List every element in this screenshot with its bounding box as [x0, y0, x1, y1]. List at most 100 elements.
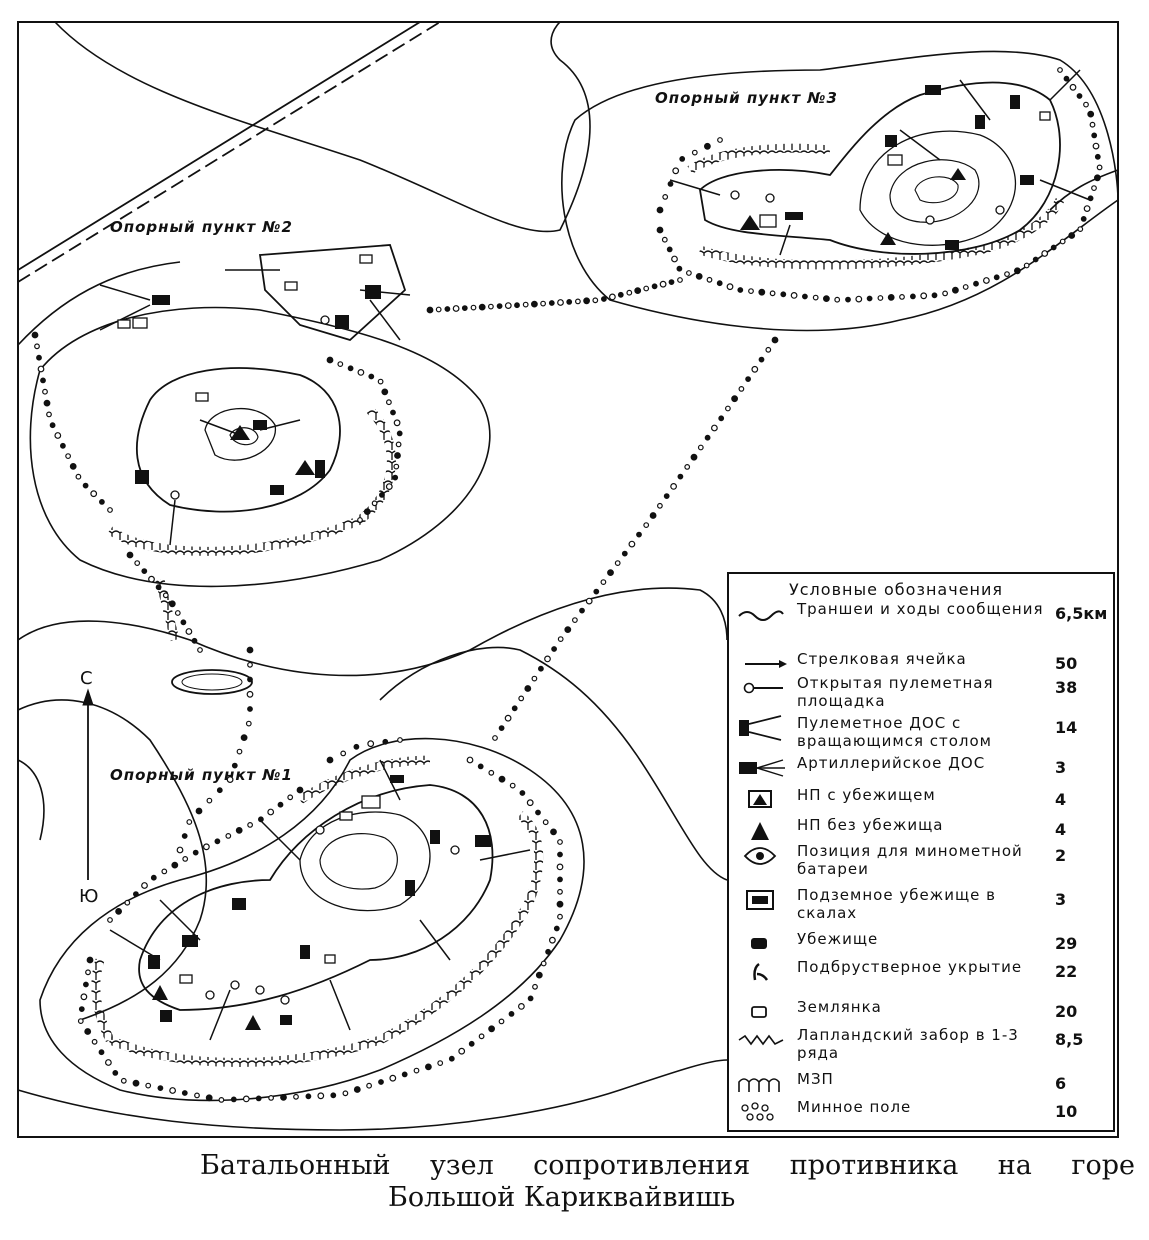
mine-dot [60, 442, 66, 449]
mine-dot [751, 365, 759, 373]
mine-dot [1063, 75, 1070, 82]
mine-dot [206, 797, 213, 804]
mine-dot [952, 286, 959, 294]
mine-dot [498, 725, 505, 731]
mine-dot [378, 1079, 384, 1085]
mine-dot [498, 775, 506, 783]
legend-item-value: 3 [1055, 758, 1067, 777]
mine-dot [538, 665, 544, 672]
legend-item-text: Подземное убежище в скалах [797, 886, 996, 922]
strongpoint-1-label: Опорный пункт №1 [110, 766, 293, 784]
mine-dot [132, 1079, 140, 1087]
mortar-position-icon [743, 847, 777, 865]
mine-dot [191, 637, 198, 644]
trench-2 [135, 244, 407, 513]
open-mg-platform-icon [743, 682, 783, 694]
mine-dot [1014, 267, 1021, 275]
mine-dot [716, 280, 723, 287]
mine-dot [1023, 262, 1030, 269]
mine-dot [277, 801, 284, 808]
mine-dot [866, 295, 873, 302]
mine-dot [126, 551, 134, 559]
mine-dot [540, 960, 547, 967]
mine-dot [659, 280, 667, 288]
mine-dot [518, 1003, 525, 1010]
mine-dot [725, 405, 731, 412]
mine-dot [379, 492, 385, 498]
mine-dot [246, 646, 254, 654]
strongpoint-2-label: Опорный пункт №2 [110, 218, 293, 236]
mine-dot [162, 592, 169, 599]
mine-dot [668, 279, 675, 286]
mine-dot [548, 300, 555, 306]
mine-dot [367, 740, 375, 748]
mine-dot [643, 285, 650, 292]
mine-dot [448, 1055, 455, 1062]
mine-dot [556, 863, 564, 871]
mine-dot [691, 149, 698, 156]
mine-dot [771, 336, 779, 344]
mine-dot [280, 1093, 287, 1101]
mine-dot [765, 346, 772, 353]
mine-dot [1096, 164, 1103, 171]
legend-item-value: 50 [1055, 654, 1078, 673]
mine-dot [1004, 271, 1010, 278]
artillery-bunker-icon [739, 759, 785, 777]
legend-item-value: 38 [1055, 678, 1078, 697]
mine-dot [169, 1087, 177, 1094]
mine-dot [509, 782, 516, 789]
legend-item-text: Подбрустверное укрытие [797, 958, 1023, 976]
mine-dot [1032, 256, 1039, 263]
mine-dot [426, 306, 434, 314]
mine-dot [557, 299, 564, 306]
mine-dot [550, 828, 557, 836]
mine-dot [98, 1049, 105, 1056]
mine-dot [1089, 121, 1096, 128]
mine-dot [488, 769, 495, 776]
mine-dot [666, 246, 673, 253]
mine-dot [357, 517, 363, 523]
mine-dot [704, 434, 711, 441]
mine-dot [544, 655, 551, 663]
mine-dot [235, 827, 243, 834]
mine-dot [230, 1096, 237, 1103]
mine-dot [498, 1018, 505, 1025]
mine-dot [634, 287, 642, 295]
mine-dot [65, 453, 71, 460]
map-caption: Батальонный узел сопротивления противник… [200, 1150, 1135, 1214]
mine-dot [181, 1090, 188, 1096]
mine-dot [470, 304, 477, 311]
mine-dot [686, 270, 692, 276]
mzp-belt-1a [297, 755, 431, 804]
legend-item-text: Пулеметное ДОС с вращающимся столом [797, 714, 992, 750]
mine-dot [910, 293, 916, 300]
mine-dot [706, 276, 713, 283]
mzp-icon [738, 1078, 780, 1092]
mine-dot [557, 913, 563, 920]
mine-dot [748, 288, 754, 295]
mine-dot [216, 787, 223, 794]
mine-dot [790, 292, 798, 299]
mine-dot [1059, 238, 1066, 245]
mine-dot [90, 490, 98, 498]
breastwork-cover-icon [753, 962, 769, 981]
mine-dot [769, 290, 776, 297]
mine-dot [394, 452, 401, 459]
shelter-icon [751, 938, 767, 949]
mine-dot [672, 167, 680, 175]
mine-dot [684, 464, 691, 470]
mine-dot [676, 265, 683, 272]
dugout-icon [751, 1006, 767, 1018]
mine-dot [132, 891, 139, 897]
mine-dot [305, 1093, 312, 1100]
mine-dot [657, 502, 663, 509]
mine-dot [225, 833, 232, 839]
legend-item-text: Открытая пулеметная площадка [797, 674, 994, 710]
mine-dot [1057, 67, 1063, 73]
mine-dot [197, 647, 203, 653]
mine-dot [662, 193, 669, 200]
legend-item-text: МЗП [797, 1070, 834, 1088]
mine-dot [607, 569, 614, 576]
mine-dot [993, 274, 1000, 281]
mine-dot [1068, 232, 1076, 239]
